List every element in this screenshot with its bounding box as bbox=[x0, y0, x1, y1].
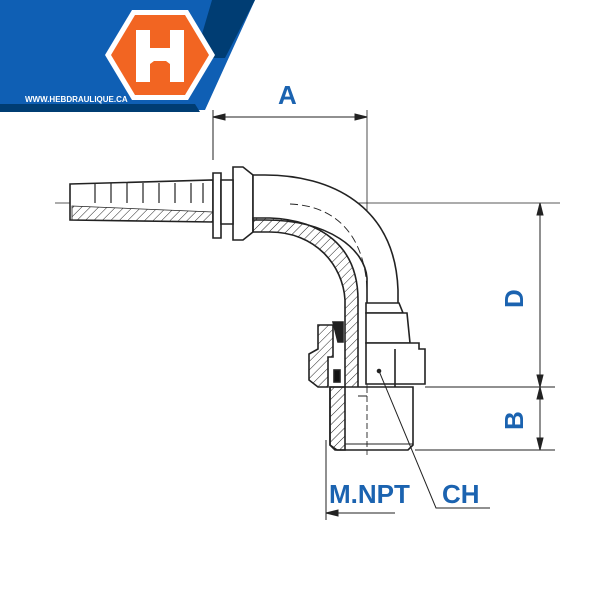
dimension-b-label: B bbox=[499, 411, 529, 430]
dimension-d-label: D bbox=[499, 289, 529, 308]
brand-banner: WWW.HEBDRAULIQUE.CA bbox=[0, 0, 255, 112]
hex-size-label: CH bbox=[442, 479, 480, 509]
fitting-outline bbox=[55, 110, 560, 455]
dimension-a-label: A bbox=[278, 80, 297, 110]
dimension-lines bbox=[212, 110, 555, 520]
brand-url: WWW.HEBDRAULIQUE.CA bbox=[25, 95, 128, 104]
thread-size-label: M.NPT bbox=[329, 479, 410, 509]
logo-h-glyph bbox=[136, 30, 184, 82]
logo-hexagon bbox=[105, 10, 215, 100]
